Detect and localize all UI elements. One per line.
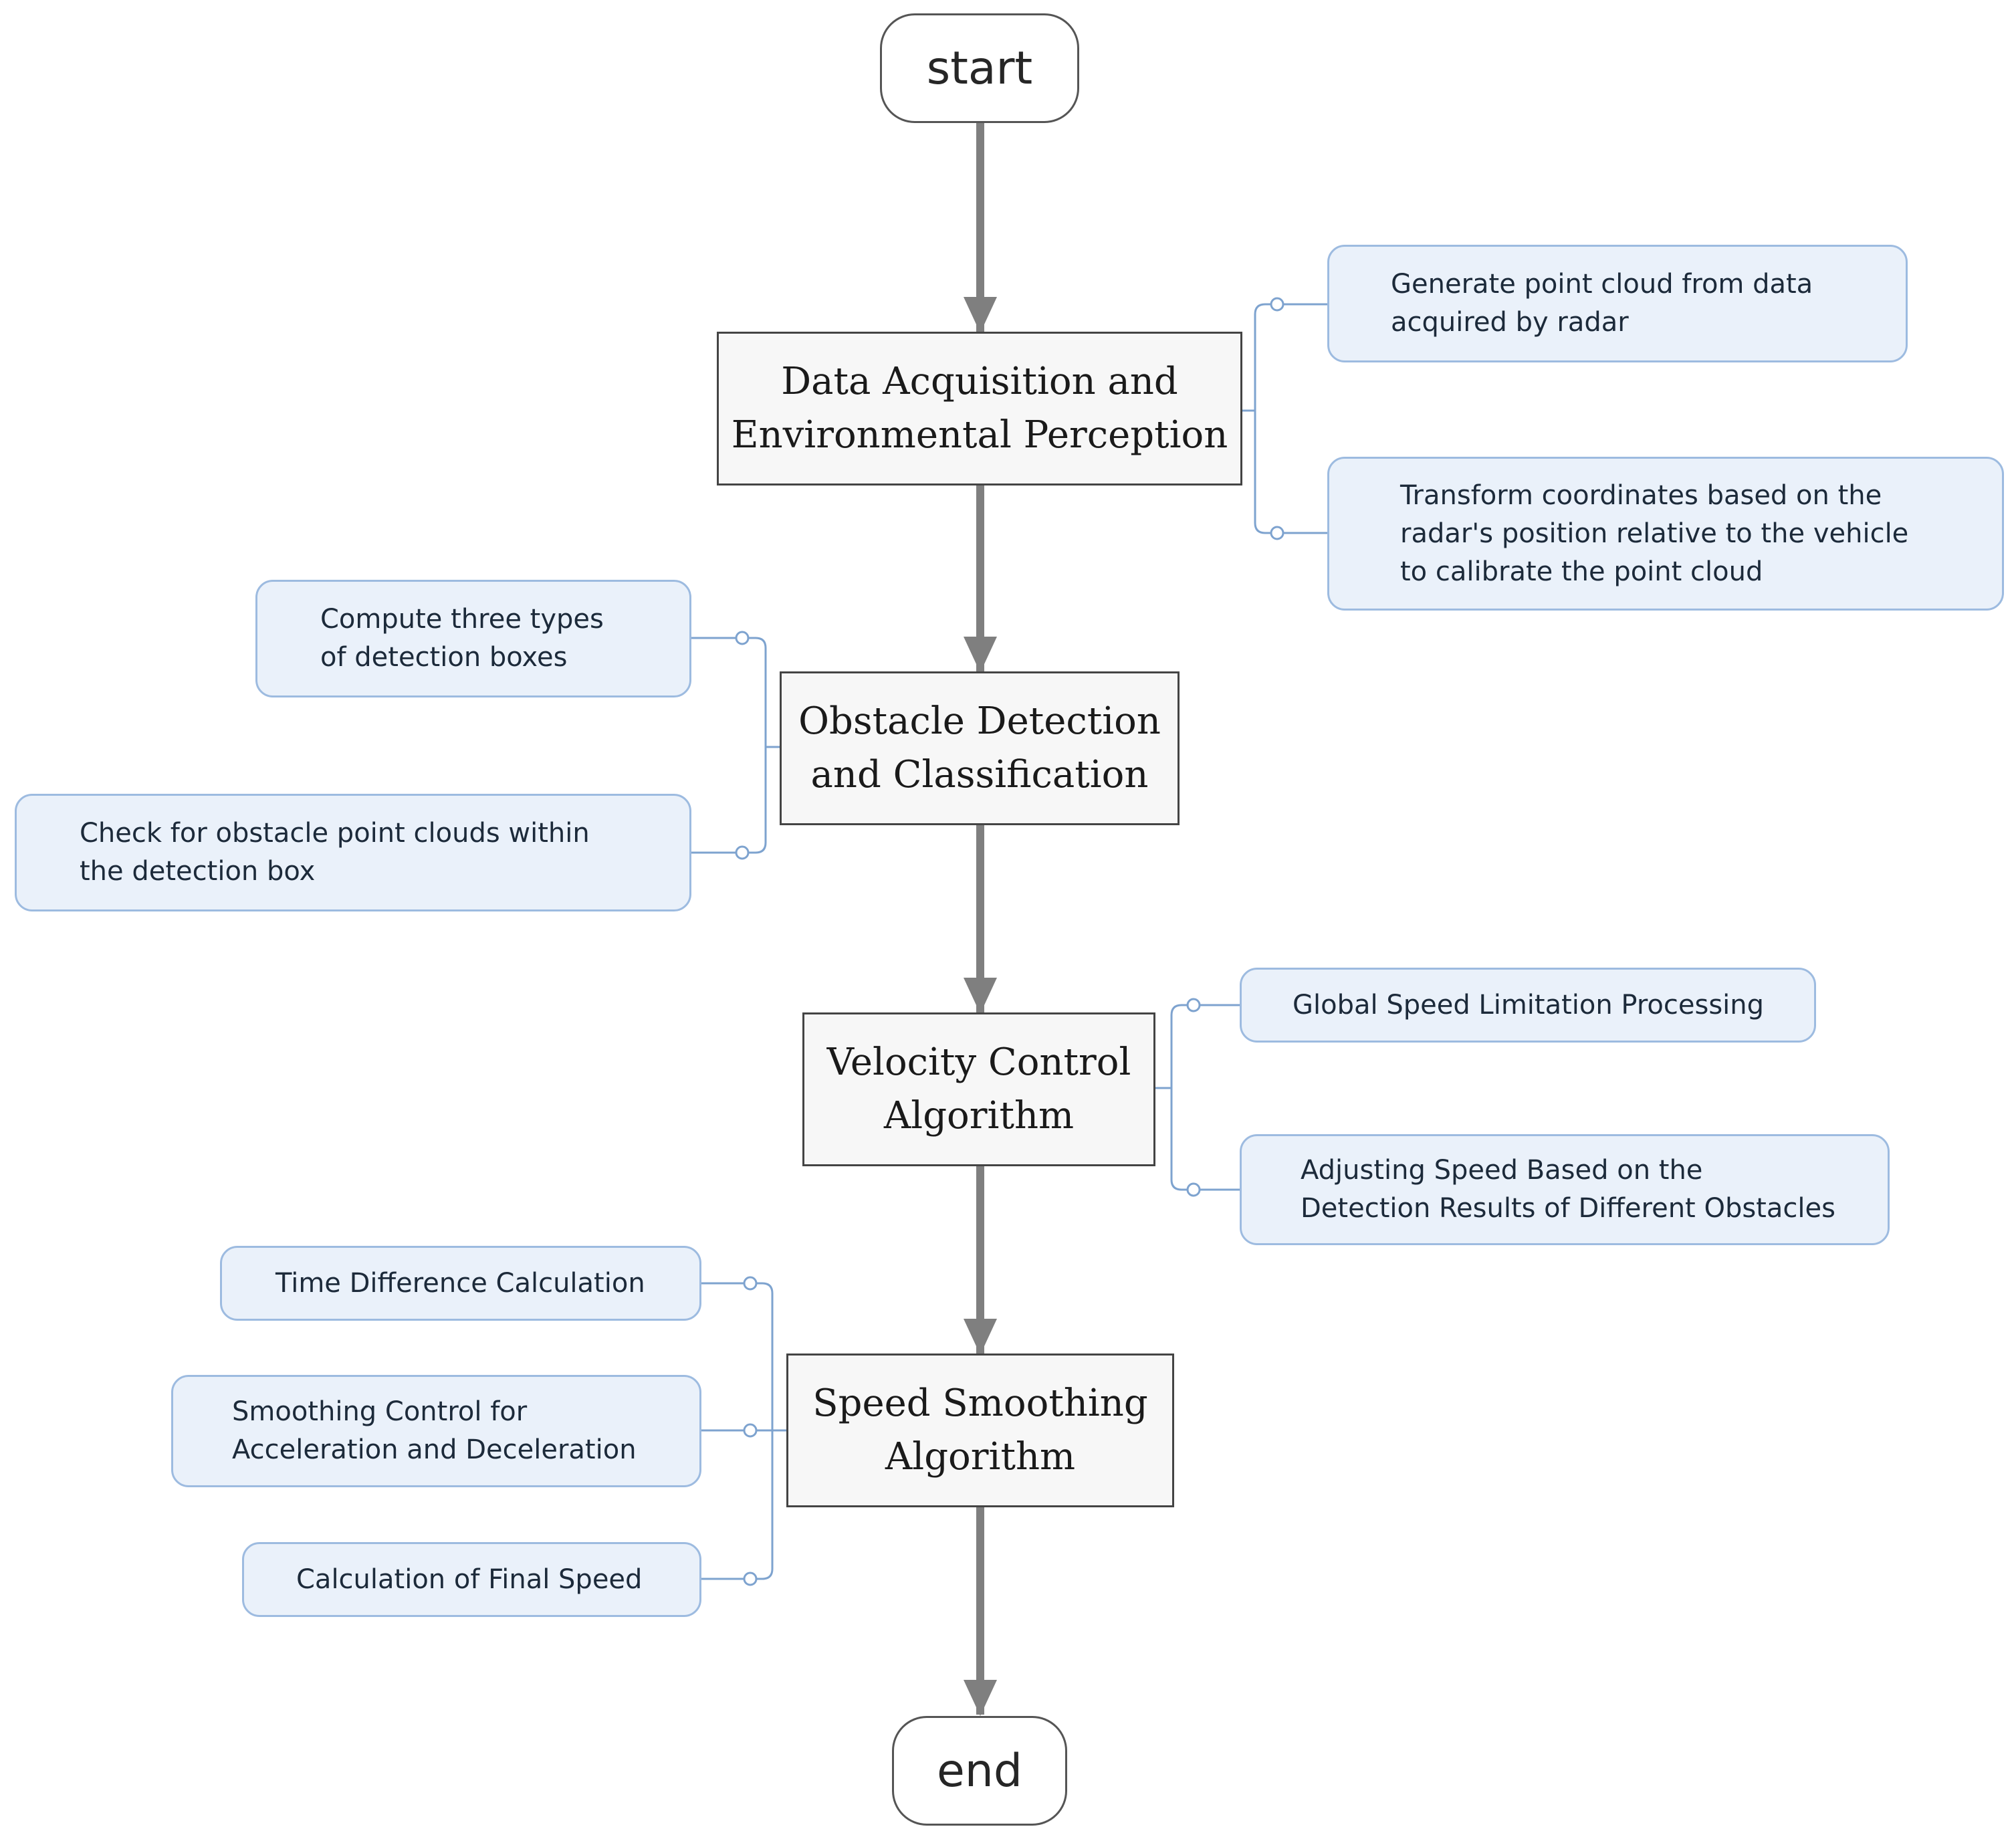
end-terminal: end xyxy=(892,1716,1067,1826)
connector-step-3-note-1 xyxy=(1155,1004,1240,1089)
connector-dot xyxy=(735,845,750,860)
branch-connectors xyxy=(691,297,1327,1586)
connector-step-1-note-2 xyxy=(1254,411,1327,534)
connector-dot xyxy=(1186,1182,1201,1197)
connector-dot xyxy=(743,1276,758,1291)
note-final-speed: Calculation of Final Speed xyxy=(242,1542,701,1617)
connector-dot xyxy=(1270,297,1284,312)
step-speed-smoothing: Speed Smoothing Algorithm xyxy=(786,1354,1174,1507)
connector-step-1-note-1 xyxy=(1242,303,1327,412)
step-velocity-control: Velocity Control Algorithm xyxy=(802,1012,1155,1166)
note-smoothing-control: Smoothing Control for Acceleration and D… xyxy=(171,1375,701,1487)
connector-dot xyxy=(1270,526,1284,540)
note-check-obstacle-point-clouds: Check for obstacle point clouds within t… xyxy=(15,794,691,911)
note-transform-coordinates: Transform coordinates based on the radar… xyxy=(1327,457,2004,611)
connector-dot xyxy=(1186,998,1201,1012)
connector-dot xyxy=(735,631,750,645)
note-time-difference: Time Difference Calculation xyxy=(220,1246,701,1321)
start-terminal: start xyxy=(880,13,1079,123)
note-adjusting-speed: Adjusting Speed Based on the Detection R… xyxy=(1240,1134,1890,1245)
connector-step-4-note-3 xyxy=(701,1430,774,1580)
note-generate-point-cloud: Generate point cloud from data acquired … xyxy=(1327,245,1908,362)
step-data-acquisition: Data Acquisition and Environmental Perce… xyxy=(717,332,1242,485)
connector-step-3-note-2 xyxy=(1170,1088,1240,1191)
connector-dot xyxy=(743,1423,758,1438)
note-global-speed-limitation: Global Speed Limitation Processing xyxy=(1240,968,1816,1043)
note-compute-detection-boxes: Compute three types of detection boxes xyxy=(255,580,691,697)
connector-step-4-note-1 xyxy=(701,1282,786,1432)
connector-dot xyxy=(743,1572,758,1586)
step-obstacle-detection: Obstacle Detection and Classification xyxy=(780,671,1180,825)
connector-step-2-note-1 xyxy=(691,637,780,748)
connector-step-2-note-2 xyxy=(691,747,767,854)
